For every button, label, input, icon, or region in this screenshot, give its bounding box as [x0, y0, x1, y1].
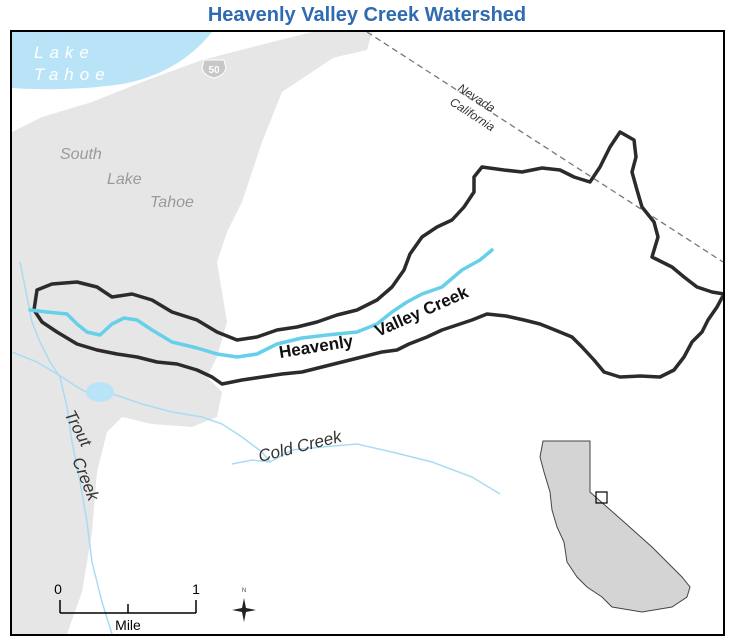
svg-text:N: N: [242, 588, 246, 594]
urban-area-east: [312, 32, 372, 58]
scale-bar: 0 1 Mile: [54, 581, 200, 633]
highway-50-shield: 50: [201, 59, 227, 79]
watershed-boundary: [32, 130, 723, 386]
map-frame[interactable]: Lake Tahoe 50 Nevada California South La…: [10, 30, 725, 636]
minor-streams: [12, 261, 501, 634]
town-label-tahoe: Tahoe: [150, 194, 194, 211]
cold-creek-label: Cold Creek: [256, 427, 345, 466]
inset-location-box: [595, 491, 608, 504]
state-border: [366, 32, 723, 263]
scale-unit-label: Mile: [115, 617, 141, 633]
map-canvas: Lake Tahoe 50 Nevada California South La…: [12, 32, 723, 634]
scale-label-zero: 0: [54, 581, 62, 597]
lake-label-line2: Tahoe: [34, 65, 111, 84]
lake-label-line1: Lake: [34, 43, 95, 62]
town-label-lake: Lake: [107, 171, 142, 188]
map-title: Heavenly Valley Creek Watershed: [207, 4, 527, 26]
california-inset-map: [539, 440, 691, 613]
small-pond: [86, 382, 114, 402]
scale-label-one: 1: [192, 581, 200, 597]
urban-area: [12, 32, 362, 634]
town-label-south: South: [60, 146, 102, 163]
svg-text:50: 50: [208, 65, 220, 76]
heavenly-valley-creek: [28, 248, 494, 359]
north-arrow-icon: N: [232, 588, 256, 622]
lake-tahoe: [12, 32, 212, 90]
